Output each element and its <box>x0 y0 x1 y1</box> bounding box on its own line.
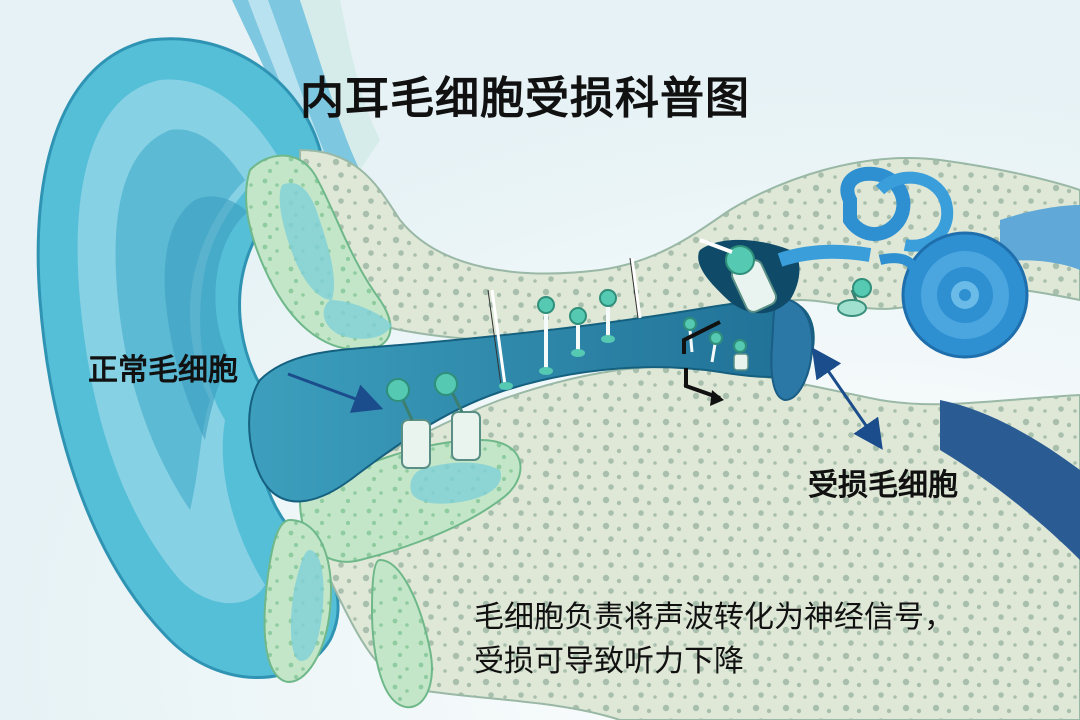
auditory-nerve <box>940 400 1080 560</box>
normal-hair-cell-label: 正常毛细胞 <box>88 353 238 388</box>
damaged-hair-cell-label: 受损毛细胞 <box>808 468 958 503</box>
hair-cell <box>683 317 697 353</box>
caption-line-1: 毛细胞负责将声波转化为神经信号， <box>474 600 954 635</box>
hair-cell <box>537 296 555 375</box>
hair-cell <box>733 339 749 371</box>
hair-cell <box>434 372 481 461</box>
damaged-pointer-arrow <box>811 347 883 450</box>
middle-ear-hair-cell <box>699 238 778 313</box>
hair-cell <box>386 378 431 469</box>
caption-line-2: 受损可导致听力下降 <box>474 644 744 679</box>
page-title: 内耳毛细胞受损科普图 <box>300 73 750 124</box>
eardrum <box>770 298 814 402</box>
normal-pointer-arrow <box>287 372 384 413</box>
hair-cell <box>709 331 723 363</box>
hair-cell <box>569 307 587 357</box>
damaged-hair-cells <box>487 257 749 406</box>
hair-cell <box>599 289 617 343</box>
normal-hair-cells <box>386 289 617 469</box>
caption: 毛细胞负责将声波转化为神经信号， 受损可导致听力下降 <box>474 596 954 684</box>
cochlear-hair-cell <box>837 278 872 317</box>
inner-ear <box>777 166 1029 359</box>
tissue-lobes <box>245 154 522 708</box>
